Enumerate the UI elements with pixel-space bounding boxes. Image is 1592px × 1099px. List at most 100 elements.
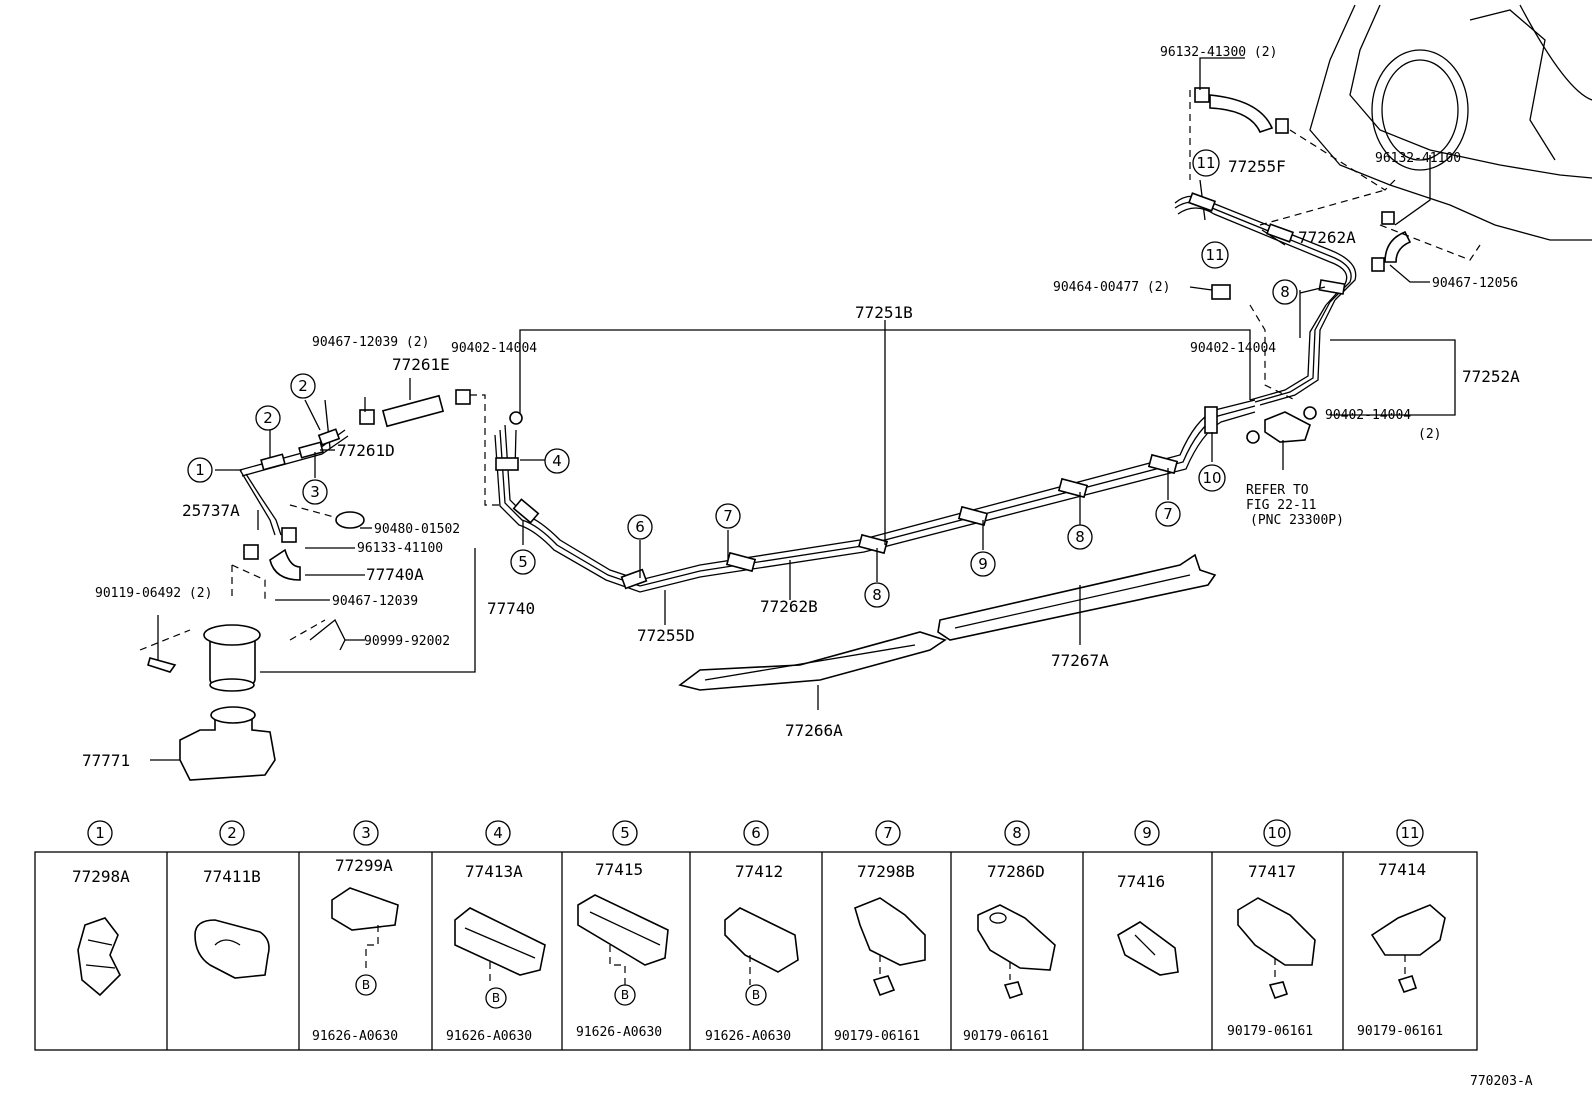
callout-2b: 2: [290, 373, 316, 399]
legend-bolt-3: 91626-A0630: [312, 1029, 398, 1044]
clamp-icon-77298A: [77, 917, 121, 997]
refer-line-3: (PNC 23300P): [1250, 513, 1344, 528]
label-90467-12056: 90467-12056: [1432, 276, 1518, 291]
svg-text:4: 4: [552, 452, 562, 470]
label-77266A: 77266A: [785, 721, 843, 740]
clamp-icon-77298B: [854, 897, 926, 966]
legend-bolt-4: 91626-A0630: [446, 1029, 532, 1044]
clamp-icon-77414: [1370, 904, 1446, 956]
svg-text:3: 3: [361, 824, 371, 842]
svg-text:11: 11: [1400, 824, 1419, 842]
svg-text:6: 6: [635, 518, 645, 536]
clamp-icon-77299A: [331, 887, 399, 931]
legend-part-3: 77299A: [335, 856, 393, 875]
hose-77262A: [1371, 211, 1412, 272]
label-90467-12039: 90467-12039: [332, 594, 418, 609]
label-96132-41300: 96132-41300 (2): [1160, 45, 1277, 60]
protector-77266A: [678, 631, 947, 691]
grommet-90480: [335, 511, 365, 529]
nut-90402-a: [509, 411, 523, 425]
legend-col-10: 10 77417 90179-06161: [1227, 819, 1316, 1039]
svg-text:5: 5: [518, 553, 528, 571]
clamp-5: [512, 498, 540, 524]
grommet-90464: [1211, 284, 1231, 300]
callout-10: 10: [1198, 464, 1226, 492]
svg-text:1: 1: [95, 824, 105, 842]
diagram-id: 770203-A: [1470, 1074, 1533, 1089]
label-77251B: 77251B: [855, 303, 913, 322]
leader-lines: [150, 57, 1431, 761]
legend-col-2: 2 77411B: [194, 820, 270, 979]
label-77267A: 77267A: [1051, 651, 1109, 670]
svg-text:10: 10: [1202, 469, 1221, 487]
filler-77740: [203, 624, 261, 692]
svg-text:9: 9: [1142, 824, 1152, 842]
svg-text:9: 9: [978, 555, 988, 573]
callout-8a: 8: [864, 582, 890, 608]
callout-9: 9: [970, 551, 996, 577]
svg-text:B: B: [492, 991, 500, 1005]
svg-text:8: 8: [1075, 528, 1085, 546]
protector-77267A: [937, 553, 1217, 641]
svg-text:5: 5: [620, 824, 630, 842]
clamp-8b: [1057, 477, 1089, 499]
clamp-7a: [725, 551, 757, 573]
label-90119-06492: 90119-06492 (2): [95, 586, 212, 601]
label-90402-14004-a: 90402-14004: [451, 341, 537, 356]
clamp-8a: [857, 533, 889, 555]
label-77740A: 77740A: [366, 565, 424, 584]
svg-text:4: 4: [493, 824, 503, 842]
legend-part-9: 77416: [1117, 872, 1165, 891]
label-90402-14004-c: 90402-14004: [1325, 408, 1411, 423]
legend-part-1: 77298A: [72, 867, 130, 886]
legend-col-4: 4 77413A B 91626-A0630: [446, 820, 546, 1044]
svg-text:1: 1: [195, 461, 205, 479]
label-90464-00477: 90464-00477 (2): [1053, 280, 1170, 295]
label-96133-41100: 96133-41100: [357, 541, 443, 556]
svg-text:8: 8: [1012, 824, 1022, 842]
clamp-4: [495, 457, 519, 471]
hose-77740A: [269, 548, 301, 581]
svg-text:B: B: [621, 988, 629, 1002]
label-90480-01502: 90480-01502: [374, 522, 460, 537]
clamp-icon-77417: [1237, 897, 1316, 966]
clamp-icon-77412: [724, 907, 799, 973]
legend-col-6: 6 77412 B 91626-A0630: [705, 820, 799, 1044]
callout-7a: 7: [715, 503, 741, 529]
legend-part-5: 77415: [595, 860, 643, 879]
callout-6: 6: [627, 514, 653, 540]
label-77262B: 77262B: [760, 597, 818, 616]
svg-text:2: 2: [298, 377, 308, 395]
svg-text:7: 7: [1163, 505, 1173, 523]
clip-90467: [359, 409, 375, 425]
legend-col-1: 1 77298A: [72, 820, 130, 997]
svg-text:7: 7: [883, 824, 893, 842]
legend-table: [34, 851, 1478, 1051]
label-90402-14004-c-qty: (2): [1418, 427, 1441, 442]
legend-bolt-10: 90179-06161: [1227, 1024, 1313, 1039]
legend-bolt-5: 91626-A0630: [576, 1025, 662, 1040]
callout-4: 4: [544, 448, 570, 474]
label-90402-14004-b: 90402-14004: [1190, 341, 1276, 356]
legend-part-7: 77298B: [857, 862, 915, 881]
fuel-line-77251B: [494, 399, 1256, 593]
label-77261D: 77261D: [337, 441, 395, 460]
fuel-lines-rear: [1174, 179, 1357, 406]
callout-11a: 11: [1192, 149, 1220, 177]
refer-line-2: FIG 22-11: [1246, 498, 1316, 513]
legend-bolt-8: 90179-06161: [963, 1029, 1049, 1044]
label-25737A: 25737A: [182, 501, 240, 520]
svg-text:2: 2: [227, 824, 237, 842]
legend-part-4: 77413A: [465, 862, 523, 881]
clamp-icon-77286D: [977, 904, 1056, 971]
label-90999-92002: 90999-92002: [364, 634, 450, 649]
reservoir-77771: [179, 706, 276, 781]
clamp-7b: [1147, 453, 1179, 475]
callout-11b: 11: [1201, 241, 1229, 269]
label-77255D: 77255D: [637, 626, 695, 645]
label-90467-12039-2: 90467-12039 (2): [312, 335, 429, 350]
callout-5: 5: [510, 549, 536, 575]
svg-text:6: 6: [751, 824, 761, 842]
